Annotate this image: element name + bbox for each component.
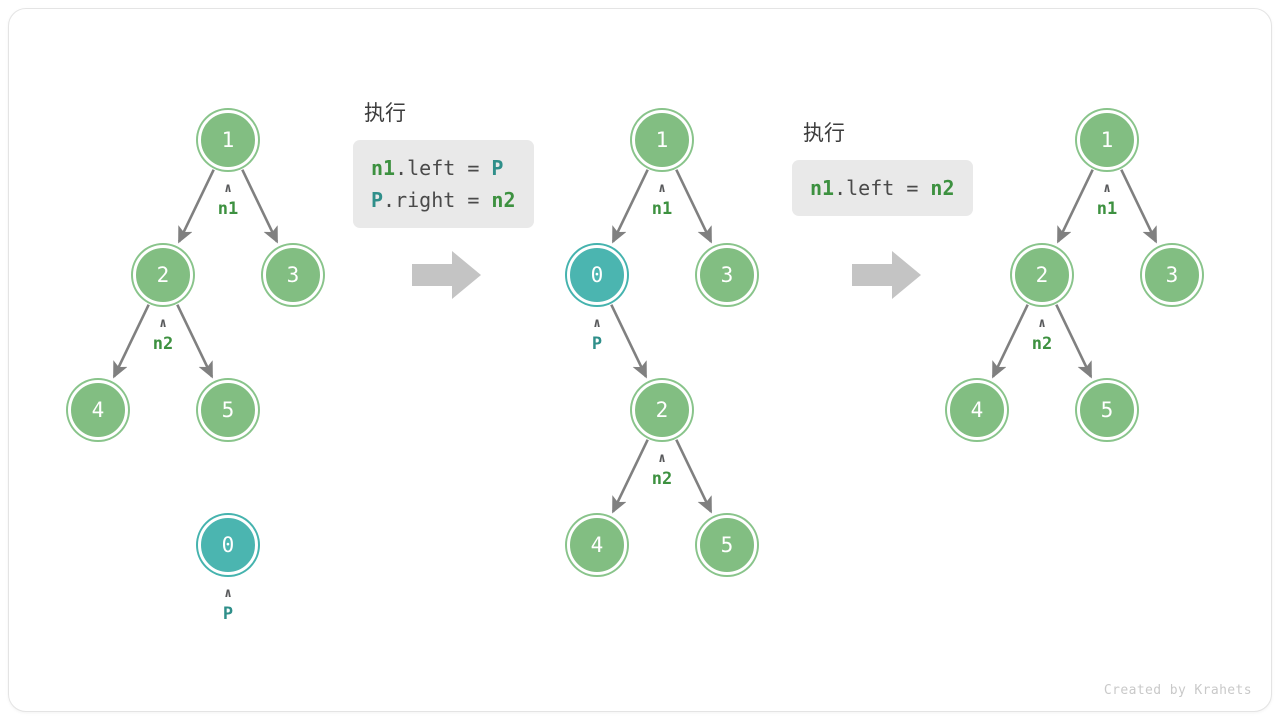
diagram-card-frame	[8, 8, 1272, 712]
step-arrow-icon	[852, 249, 922, 301]
tree-node-4: 4	[567, 515, 627, 575]
code-token: P	[491, 156, 504, 180]
pointer-label-p: ∧P	[201, 587, 255, 623]
tree-node-2: 2	[632, 380, 692, 440]
step-arrow-icon	[412, 249, 482, 301]
code-token: n2	[930, 176, 955, 200]
pointer-name: n1	[1096, 199, 1118, 219]
tree-node-2: 2	[133, 245, 193, 305]
tree-node-4: 4	[947, 380, 1007, 440]
pointer-label-n2: ∧ n2	[635, 452, 689, 488]
pointer-name: n2	[651, 469, 673, 489]
code-line: n1.left = P	[371, 152, 516, 184]
tree-node-1: 1	[198, 110, 258, 170]
code-token: .left =	[834, 176, 931, 200]
code-token: n1	[810, 176, 835, 200]
code-token: n2	[491, 188, 516, 212]
pointer-label-p: ∧P	[570, 317, 624, 353]
code-block-step-2: n1.left = n2	[792, 160, 973, 216]
tree-node-5: 5	[697, 515, 757, 575]
pointer-label-n1: ∧ n1	[635, 182, 689, 218]
pointer-caret-icon: ∧	[159, 316, 167, 331]
exec-label: 执行	[364, 101, 406, 125]
pointer-label-n2: ∧ n2	[1015, 317, 1069, 353]
tree-node-0: 0	[198, 515, 258, 575]
pointer-label-n1: ∧ n1	[1080, 182, 1134, 218]
tree-node-2: 2	[1012, 245, 1072, 305]
code-line: n1.left = n2	[810, 172, 955, 204]
pointer-caret-icon: ∧	[224, 181, 232, 196]
pointer-name: n2	[1031, 334, 1053, 354]
pointer-name: n2	[152, 334, 174, 354]
pointer-caret-icon: ∧	[1038, 316, 1046, 331]
pointer-name: P	[591, 334, 603, 354]
pointer-label-n2: ∧ n2	[136, 317, 190, 353]
tree-node-5: 5	[198, 380, 258, 440]
exec-label: 执行	[803, 121, 845, 145]
pointer-caret-icon: ∧	[658, 181, 666, 196]
pointer-name: n1	[217, 199, 239, 219]
tree-node-4: 4	[68, 380, 128, 440]
code-line: P.right = n2	[371, 184, 516, 216]
pointer-caret-icon: ∧	[1103, 181, 1111, 196]
pointer-label-n1: ∧ n1	[201, 182, 255, 218]
code-token: n1	[371, 156, 396, 180]
watermark: Created by Krahets	[1103, 683, 1252, 698]
code-token: .right =	[383, 188, 492, 212]
tree-node-0: 0	[567, 245, 627, 305]
tree-node-3: 3	[697, 245, 757, 305]
tree-node-1: 1	[632, 110, 692, 170]
pointer-caret-icon: ∧	[658, 451, 666, 466]
tree-node-3: 3	[1142, 245, 1202, 305]
tree-node-5: 5	[1077, 380, 1137, 440]
pointer-name: n1	[651, 199, 673, 219]
pointer-caret-icon: ∧	[593, 316, 601, 331]
code-token: .left =	[395, 156, 492, 180]
pointer-caret-icon: ∧	[224, 586, 232, 601]
pointer-name: P	[222, 604, 234, 624]
code-token: P	[371, 188, 384, 212]
tree-node-1: 1	[1077, 110, 1137, 170]
tree-node-3: 3	[263, 245, 323, 305]
